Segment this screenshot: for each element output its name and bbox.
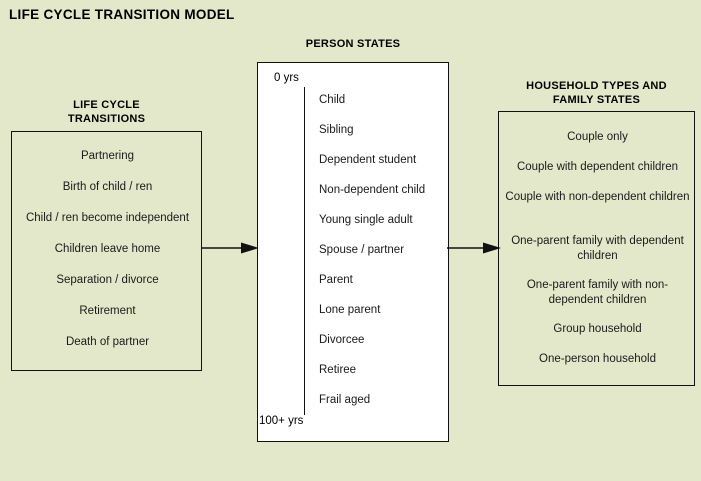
list-item: Couple only [567,131,628,143]
list-item: Child [319,94,346,106]
list-item: Frail aged [319,394,371,406]
age-axis-line [304,87,305,415]
list-item: Sibling [319,124,354,136]
list-item: Young single adult [319,214,413,226]
list-item: Spouse / partner [319,244,405,256]
page-title: LIFE CYCLE TRANSITION MODEL [9,7,235,22]
list-item: Retirement [79,305,136,317]
household-types-box: Couple only Couple with dependent childr… [498,111,695,386]
list-item: Separation / divorce [56,274,159,286]
list-item: One-parent family with non-dependent chi… [526,279,669,306]
arrow-life-cycle-to-person-states [201,241,259,255]
household-types-heading: HOUSEHOLD TYPES AND FAMILY STATES [498,79,695,107]
life-cycle-transitions-box: Partnering Birth of child / ren Child / … [11,131,202,371]
list-item: Parent [319,274,353,286]
list-item: Retiree [319,364,357,376]
life-cycle-heading-line-1: LIFE CYCLE [73,99,140,111]
person-states-heading: PERSON STATES [305,38,401,50]
list-item: Child / ren become independent [25,212,190,224]
household-heading-line-2: FAMILY STATES [552,94,641,106]
age-end-label: 100+ yrs [259,415,304,427]
list-item: Non-dependent child [319,184,426,196]
life-cycle-heading-line-2: TRANSITIONS [67,113,146,125]
list-item: Couple with non-dependent children [505,191,690,203]
life-cycle-transitions-heading: LIFE CYCLE TRANSITIONS [11,98,202,126]
list-item: One-parent family with dependent childre… [511,235,684,262]
arrow-person-states-to-household [447,241,501,255]
age-start-label: 0 yrs [274,72,299,84]
list-item: Lone parent [319,304,381,316]
list-item: Couple with dependent children [516,161,679,173]
list-item: Birth of child / ren [62,181,153,193]
list-item: Partnering [80,150,135,162]
list-item: Group household [553,323,642,335]
list-item: Children leave home [54,243,161,255]
list-item: Dependent student [319,154,417,166]
list-item: Divorcee [319,334,365,346]
household-heading-line-1: HOUSEHOLD TYPES AND [526,80,667,92]
list-item: One-person household [539,353,656,365]
person-states-box: 0 yrs 100+ yrs Child Sibling Dependent s… [257,62,449,442]
list-item: Death of partner [65,336,150,348]
